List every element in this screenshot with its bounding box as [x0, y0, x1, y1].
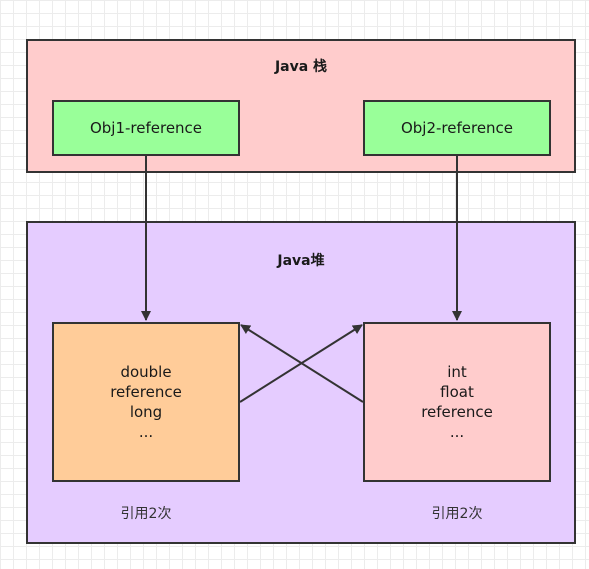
heap-object-2[interactable]: int float reference ...	[363, 322, 551, 482]
obj1-reference-label: Obj1-reference	[89, 119, 203, 137]
java-stack-title: Java 栈	[274, 59, 328, 75]
heap-object-1-line-2: reference	[110, 383, 182, 401]
obj2-reference-label: Obj2-reference	[400, 119, 514, 137]
heap-object-1[interactable]: double reference long ...	[52, 322, 240, 482]
heap-object-1-line-1: double	[120, 363, 172, 381]
heap-object-2-line-1: int	[447, 363, 467, 381]
heap-object-2-caption: 引用2次	[431, 506, 483, 522]
obj2-reference-box[interactable]: Obj2-reference	[363, 100, 551, 156]
heap-object-2-line-2: float	[440, 383, 474, 401]
heap-object-2-line-4: ...	[449, 423, 465, 441]
heap-object-1-line-3: long	[129, 403, 163, 421]
heap-object-1-line-4: ...	[138, 423, 154, 441]
heap-object-1-caption: 引用2次	[120, 506, 172, 522]
heap-object-2-line-3: reference	[421, 403, 493, 421]
java-heap-title: Java堆	[277, 253, 325, 269]
obj1-reference-box[interactable]: Obj1-reference	[52, 100, 240, 156]
